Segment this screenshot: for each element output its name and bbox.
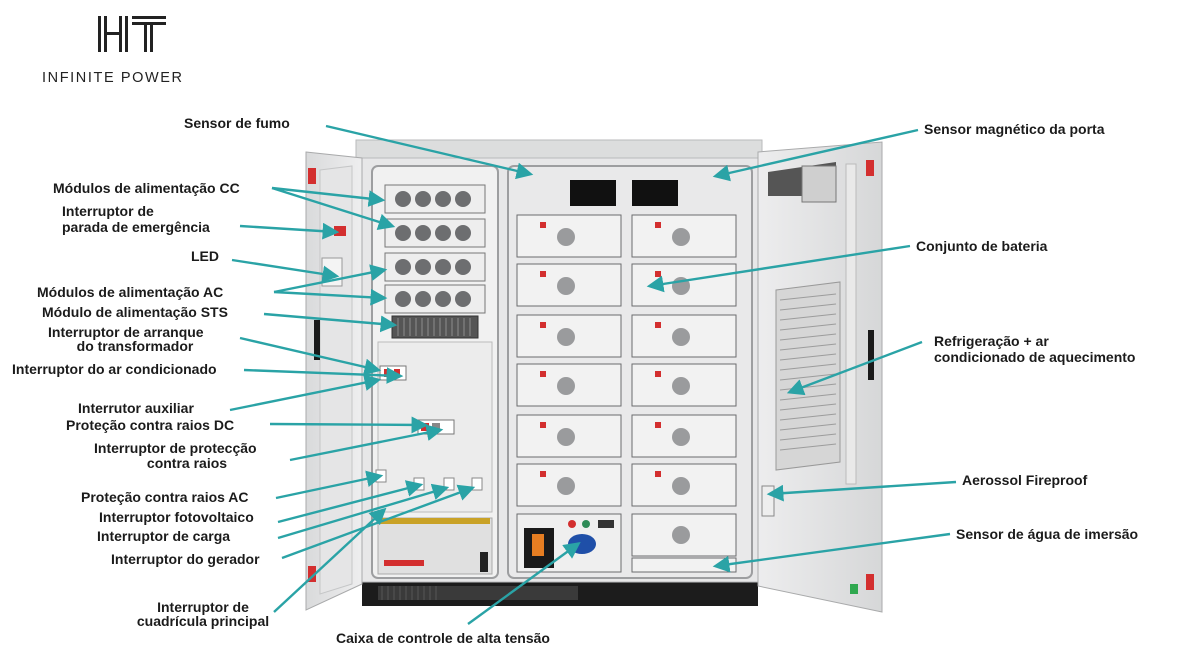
label-alta-tensao: Caixa de controle de alta tensão [336, 630, 550, 646]
label-auxiliar: Interrutor auxiliar [78, 400, 194, 416]
label-sensor-fumo: Sensor de fumo [184, 115, 290, 131]
label-proteccao-line1: Interruptor de protecção [94, 440, 257, 456]
label-raios-dc: Proteção contra raios DC [66, 417, 235, 433]
label-fotovoltaico: Interruptor fotovoltaico [99, 509, 254, 525]
label-modulo-sts: Módulo de alimentação STS [42, 304, 228, 320]
power-modules [384, 184, 486, 314]
label-modulos-ac: Módulos de alimentação AC [37, 284, 224, 300]
label-emergencia-line2: parada de emergência [62, 219, 210, 235]
fan-box-left [570, 180, 616, 206]
label-modulos-cc: Módulos de alimentação CC [53, 180, 240, 196]
label-emergencia-line1: Interruptor de [62, 203, 154, 219]
fan-box-right [632, 180, 678, 206]
label-proteccao-line2: contra raios [146, 455, 228, 471]
left-door [305, 151, 363, 611]
label-gerador: Interruptor do gerador [111, 551, 260, 567]
label-sensor-agua: Sensor de água de imersão [956, 526, 1139, 542]
brand-logo: HT INFINITE POWER [40, 14, 230, 86]
label-arranque-line2: do transformador [76, 338, 194, 354]
label-ar-condicionado: Interruptor do ar condicionado [12, 361, 217, 377]
right-door [757, 141, 883, 613]
base-vent [378, 586, 578, 600]
cabinet [355, 139, 763, 606]
switch-row-top [379, 365, 407, 381]
callout-arrows [229, 124, 957, 625]
logo-mark-text: HT [98, 14, 100, 15]
ht-logo-icon: HT [98, 14, 166, 52]
logo-tagline: INFINITE POWER [42, 70, 184, 86]
label-aerossol: Aerossol Fireproof [962, 472, 1088, 488]
label-bateria: Conjunto de bateria [916, 238, 1048, 254]
cabinet-top [355, 139, 763, 159]
label-refrigeracao-line2: condicionado de aquecimento [934, 349, 1136, 365]
label-refrigeracao-line1: Refrigeração + ar [934, 333, 1049, 349]
label-sensor-porta: Sensor magnético da porta [924, 121, 1105, 137]
sts-module [391, 315, 479, 339]
label-led: LED [191, 248, 219, 264]
label-arranque-line1: Interruptor de arranque [48, 324, 204, 340]
label-raios-ac: Proteção contra raios AC [81, 489, 249, 505]
label-cuadricula-line1: Interruptor de [157, 599, 249, 615]
label-cuadricula-line2: cuadrícula principal [136, 613, 270, 629]
label-carga: Interruptor de carga [97, 528, 231, 544]
